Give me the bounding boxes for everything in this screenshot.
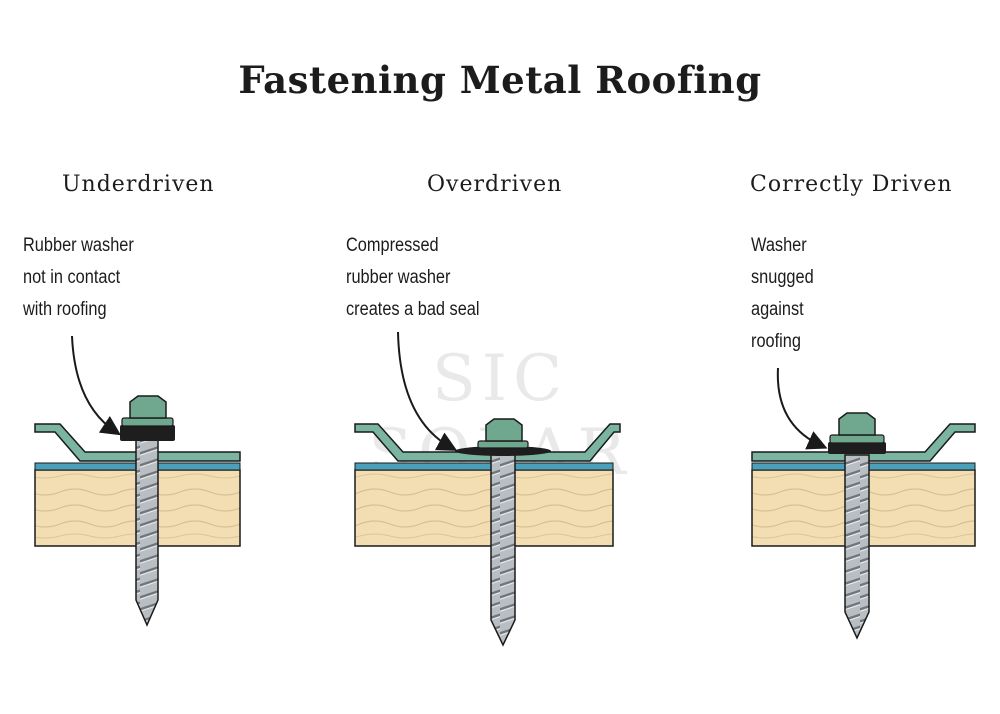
wood-deck xyxy=(354,469,614,547)
screw-shank xyxy=(135,439,159,627)
screw-shank xyxy=(844,454,870,640)
screw-hex-head xyxy=(485,418,523,442)
callout-line: with roofing xyxy=(23,299,107,320)
underlayment-layer xyxy=(354,462,614,471)
callout-line: not in contact xyxy=(23,267,121,288)
callout-arrow xyxy=(397,331,458,451)
panel-overdriven xyxy=(354,331,621,647)
screw-hex-head xyxy=(129,395,167,419)
callout-arrow xyxy=(776,367,828,450)
screw-shank xyxy=(490,451,516,647)
callout-underdriven: Rubber washer not in contact with roofin… xyxy=(23,230,134,326)
rubber-washer xyxy=(828,442,886,454)
rubber-washer xyxy=(120,425,175,441)
callout-line: Compressed xyxy=(346,235,439,256)
heading-underdriven: Underdriven xyxy=(62,172,215,197)
heading-overdriven: Overdriven xyxy=(427,172,563,197)
callout-line: Rubber washer xyxy=(23,235,134,256)
callout-line: against xyxy=(751,299,804,320)
callout-overdriven: Compressed rubber washer creates a bad s… xyxy=(346,230,480,326)
callout-arrow xyxy=(71,335,122,436)
panel-underdriven xyxy=(34,335,241,627)
panel-correctly-driven xyxy=(751,367,976,640)
callout-line: roofing xyxy=(751,331,801,352)
screw-hex-head xyxy=(838,412,876,436)
callout-line: rubber washer xyxy=(346,267,451,288)
diagram-title: Fastening Metal Roofing xyxy=(238,58,762,102)
metal-washer xyxy=(477,440,529,449)
callout-line: snugged xyxy=(751,267,814,288)
callout-line: Washer xyxy=(751,235,807,256)
callout-line: creates a bad seal xyxy=(346,299,480,320)
metal-washer xyxy=(829,434,885,444)
callout-correctly-driven: Washer snugged against roofing xyxy=(751,230,814,358)
metal-washer xyxy=(121,417,174,427)
heading-correctly-driven: Correctly Driven xyxy=(750,172,953,197)
compressed-washer xyxy=(455,446,551,456)
